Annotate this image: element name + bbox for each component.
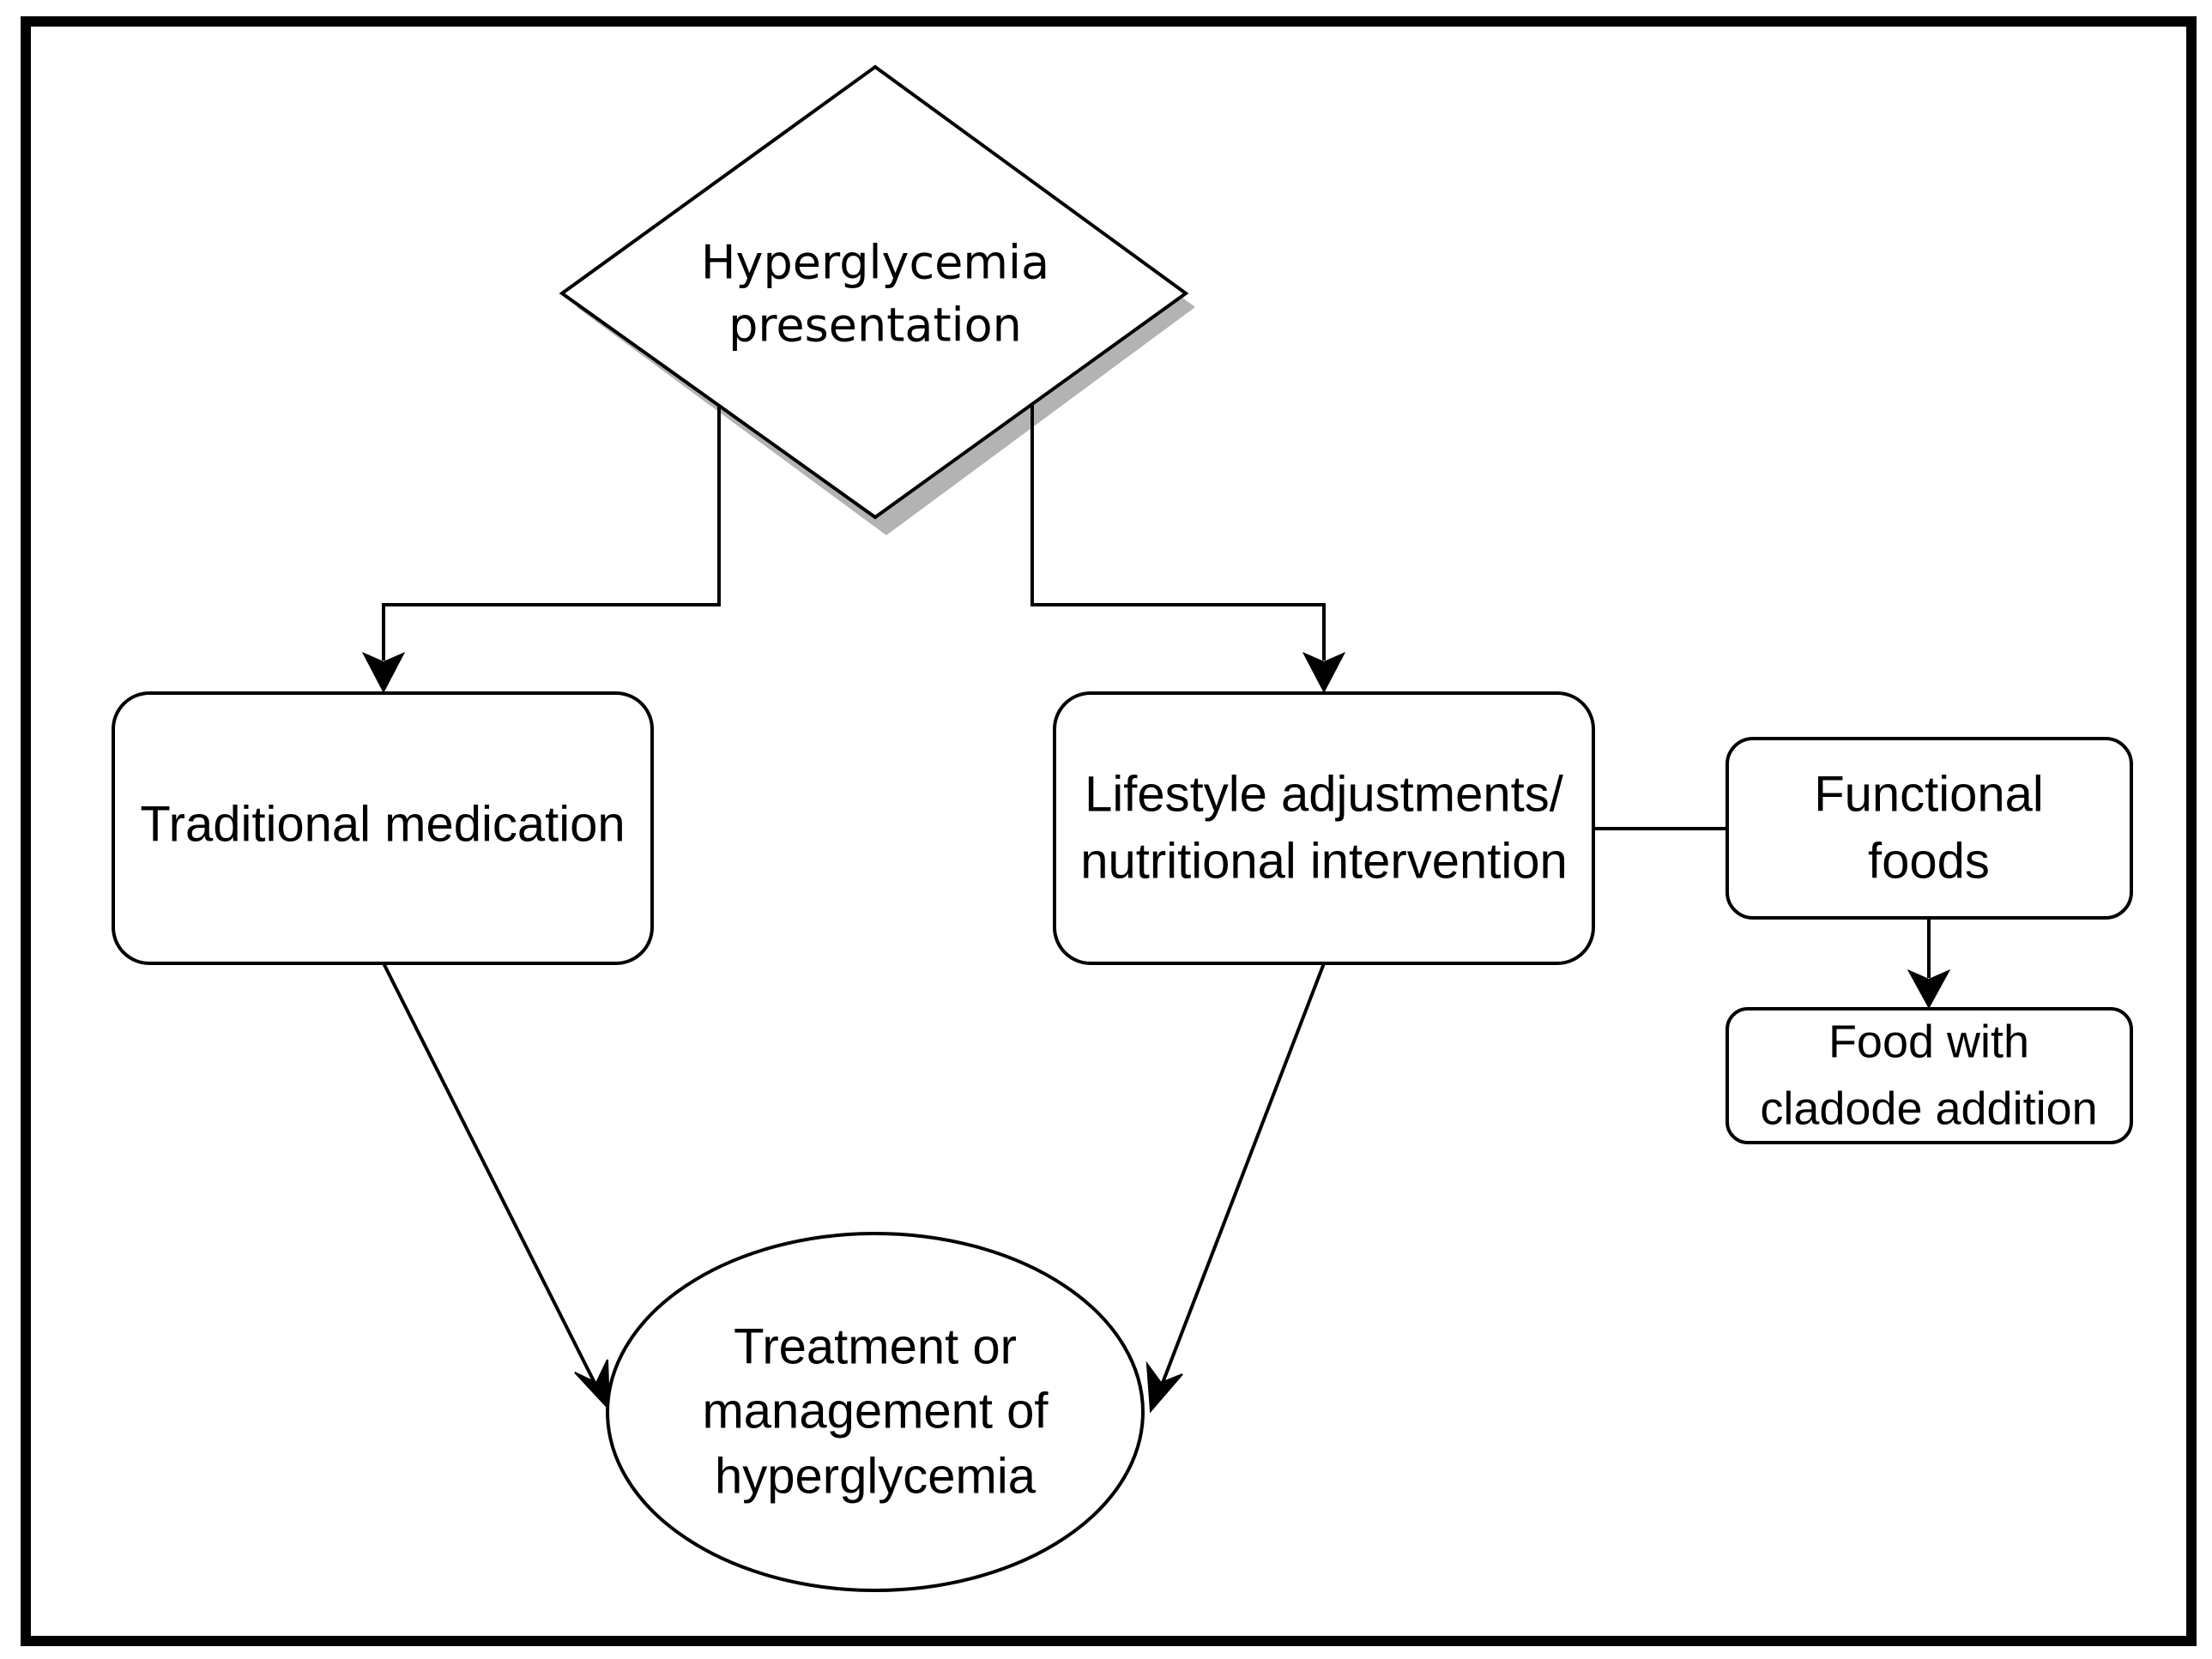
edge-lifestyle-to-treatment — [1161, 962, 1326, 1384]
decision-diamond — [559, 64, 1189, 520]
arrowhead-treatment-right — [1145, 1360, 1183, 1414]
functional-foods-line1: Functional — [1814, 766, 2044, 822]
edge-decision-to-lifestyle — [1030, 405, 1326, 661]
arrowhead-treatment-left — [574, 1359, 611, 1412]
decision-label-line2: presentation — [728, 299, 1022, 353]
functional-foods-line2: foods — [1868, 833, 1990, 889]
cladode-food-line1: Food with — [1828, 1016, 2029, 1067]
traditional-medication-box — [112, 691, 654, 965]
lifestyle-label-line2: nutritional intervention — [1080, 833, 1567, 889]
treatment-label-line1: Treatment or — [734, 1318, 1017, 1374]
lifestyle-label-line1: Lifestyle adjustments/ — [1085, 766, 1564, 822]
edge-decision-to-traditional — [382, 405, 721, 661]
treatment-label-line2: management of — [702, 1383, 1049, 1439]
arrowhead-cladode — [1907, 968, 1951, 1010]
cladode-food-line2: cladode addition — [1760, 1083, 2097, 1134]
cladode-food-box — [1725, 1007, 2133, 1144]
lifestyle-box — [1053, 691, 1595, 965]
treatment-ellipse — [606, 1232, 1145, 1592]
decision-label-line1: Hyperglycemia — [701, 236, 1049, 290]
arrowhead-lifestyle — [1302, 651, 1346, 694]
treatment-label-line3: hyperglycemia — [715, 1448, 1036, 1504]
traditional-medication-label: Traditional medication — [140, 796, 625, 852]
edge-traditional-to-treatment — [382, 962, 596, 1384]
arrowhead-traditional — [361, 651, 406, 694]
